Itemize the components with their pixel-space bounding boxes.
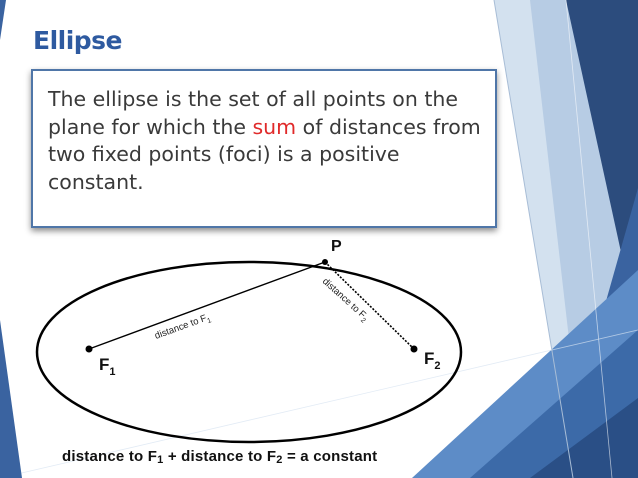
focus-f1-point [85,345,93,353]
definition-box: The ellipse is the set of all points on … [31,69,497,228]
ellipse-curve [35,260,463,444]
definition-text: The ellipse is the set of all points on … [48,86,487,196]
line-p-to-f2-text: distance to F [320,276,368,321]
point-p-label: P [331,238,342,255]
line-p-to-f2 [324,261,415,350]
focus-f1-letter: F [99,355,109,374]
point-p [322,259,328,265]
equation-caption: distance to F1 + distance to F2 = a cons… [62,448,378,466]
equation-part2: + distance to F [163,448,277,465]
equation-part3: = a constant [282,448,378,465]
highlight-word: sum [252,114,297,139]
line-p-to-f2-subscript: 2 [359,317,367,325]
line-p-to-f1-subscript: 1 [206,317,212,325]
definition-text-before: The ellipse is the set of all points on … [48,87,458,139]
focus-f2-label: F2 [424,349,441,372]
line-p-to-f2-label: distance to F2 [319,276,371,325]
focus-f2-point [410,345,418,353]
focus-f1-label: F1 [99,355,116,378]
definition-text-after: of distances from two fixed points (foci… [48,114,481,194]
focus-f2-subscript: 2 [434,360,440,372]
line-p-to-f1 [88,261,326,350]
equation-sub1: 1 [157,454,164,466]
line-p-to-f1-text: distance to F [153,313,208,342]
focus-f1-subscript: 1 [109,366,115,378]
line-p-to-f1-label: distance to F1 [153,312,212,344]
focus-f2-letter: F [424,349,434,368]
equation-sub2: 2 [276,454,283,466]
equation-part1: distance to F [62,448,158,465]
slide-title: Ellipse [33,26,123,55]
